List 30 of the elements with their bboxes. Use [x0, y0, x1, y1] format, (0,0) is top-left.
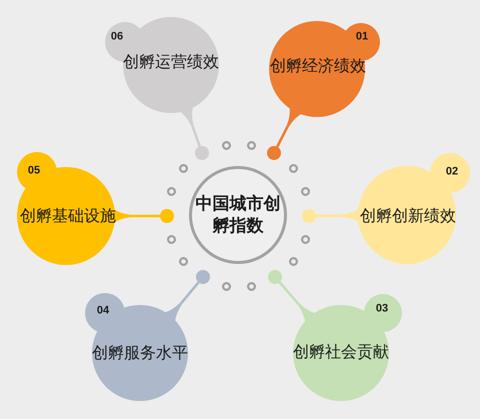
center-title: 中国城市创孵指数 [194, 192, 282, 238]
balloon-shape [269, 21, 380, 127]
connector-line [316, 214, 342, 218]
step-number: 02 [446, 166, 458, 178]
connector-dot [302, 209, 316, 223]
connector-line [276, 125, 289, 148]
balloon-shape [105, 17, 219, 126]
balloon-shape [342, 153, 470, 264]
connector-line [278, 281, 300, 306]
balloon-title: 创孵基础设施 [20, 206, 116, 226]
connector-line [131, 214, 160, 218]
connector-dot [195, 146, 209, 160]
balloon-title: 创孵运营绩效 [123, 52, 219, 72]
balloon-title: 创孵社会贡献 [293, 342, 389, 362]
step-number: 04 [96, 304, 110, 318]
connector-dot [267, 146, 281, 160]
balloon-title: 创孵服务水平 [92, 344, 188, 362]
connector-line [180, 282, 200, 305]
balloon-shape [17, 152, 131, 265]
step-number: 06 [110, 30, 124, 44]
balloon-title: 创孵创新绩效 [360, 206, 456, 226]
balloon-shape [293, 294, 402, 401]
step-number: 05 [28, 164, 40, 178]
step-number: 03 [376, 302, 388, 316]
connector-dot [160, 209, 174, 223]
connector-dot [268, 270, 282, 284]
balloon-shape [85, 293, 188, 401]
connector-line [191, 124, 201, 147]
step-number: 01 [356, 30, 368, 44]
connector-dot [196, 270, 210, 284]
